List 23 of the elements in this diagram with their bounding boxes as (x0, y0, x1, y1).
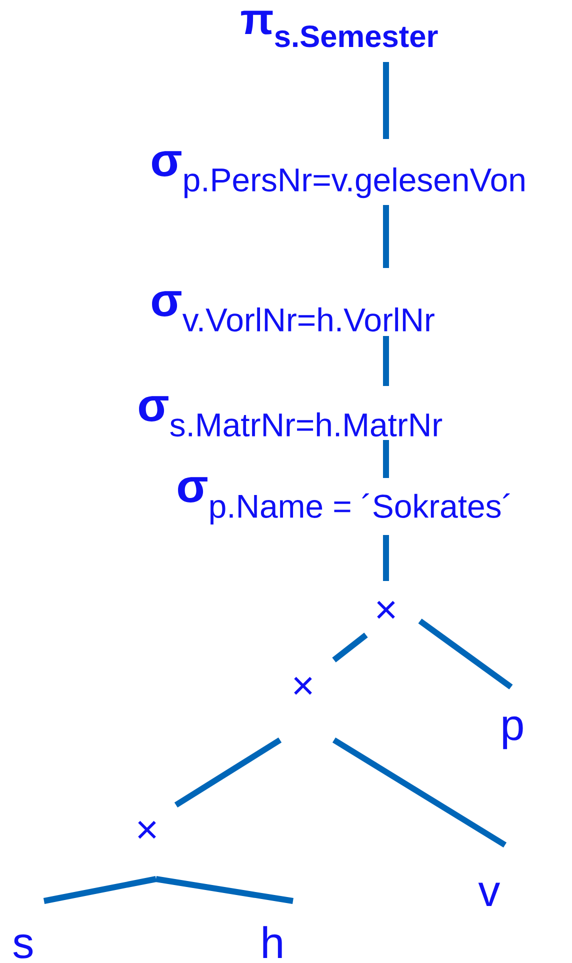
relation-name: v (478, 882, 500, 906)
tree-edge (332, 632, 368, 662)
tree-edge (418, 618, 513, 690)
tree-edge (43, 876, 157, 904)
relation-name: h (263, 926, 282, 958)
cross-product-operator: × (294, 676, 312, 695)
tree-edge (383, 62, 389, 139)
cross-product-operator: × (138, 820, 156, 839)
tree-edge (383, 336, 389, 386)
tree-edge (332, 737, 507, 848)
relation-name: p (503, 716, 523, 750)
tree-edge (156, 876, 294, 904)
tree-edge (383, 440, 389, 478)
selection-operator: $\textbf{σ}_{\text{v.VorlNr=h.VorlNr}}$ (152, 291, 434, 332)
selection-operator: $\textbf{σ}_{\text{p.Name = ´Sokrates´}}$ (178, 477, 510, 524)
tree-edge (383, 535, 389, 581)
cross-product-operator: × (377, 600, 395, 619)
tree-edge (383, 205, 389, 268)
projection-operator: $\textbf{π}_{\textbf{s.Semester}}$ (241, 10, 438, 48)
tree-edge (174, 737, 282, 808)
selection-operator: $\textbf{σ}_{\text{p.PersNr=v.gelesenVon}}$ (152, 151, 524, 198)
relation-name: s (13, 934, 33, 958)
selection-operator: $\textbf{σ}_{\text{s.MatrNr=h.MatrNr}}$ (139, 396, 442, 437)
